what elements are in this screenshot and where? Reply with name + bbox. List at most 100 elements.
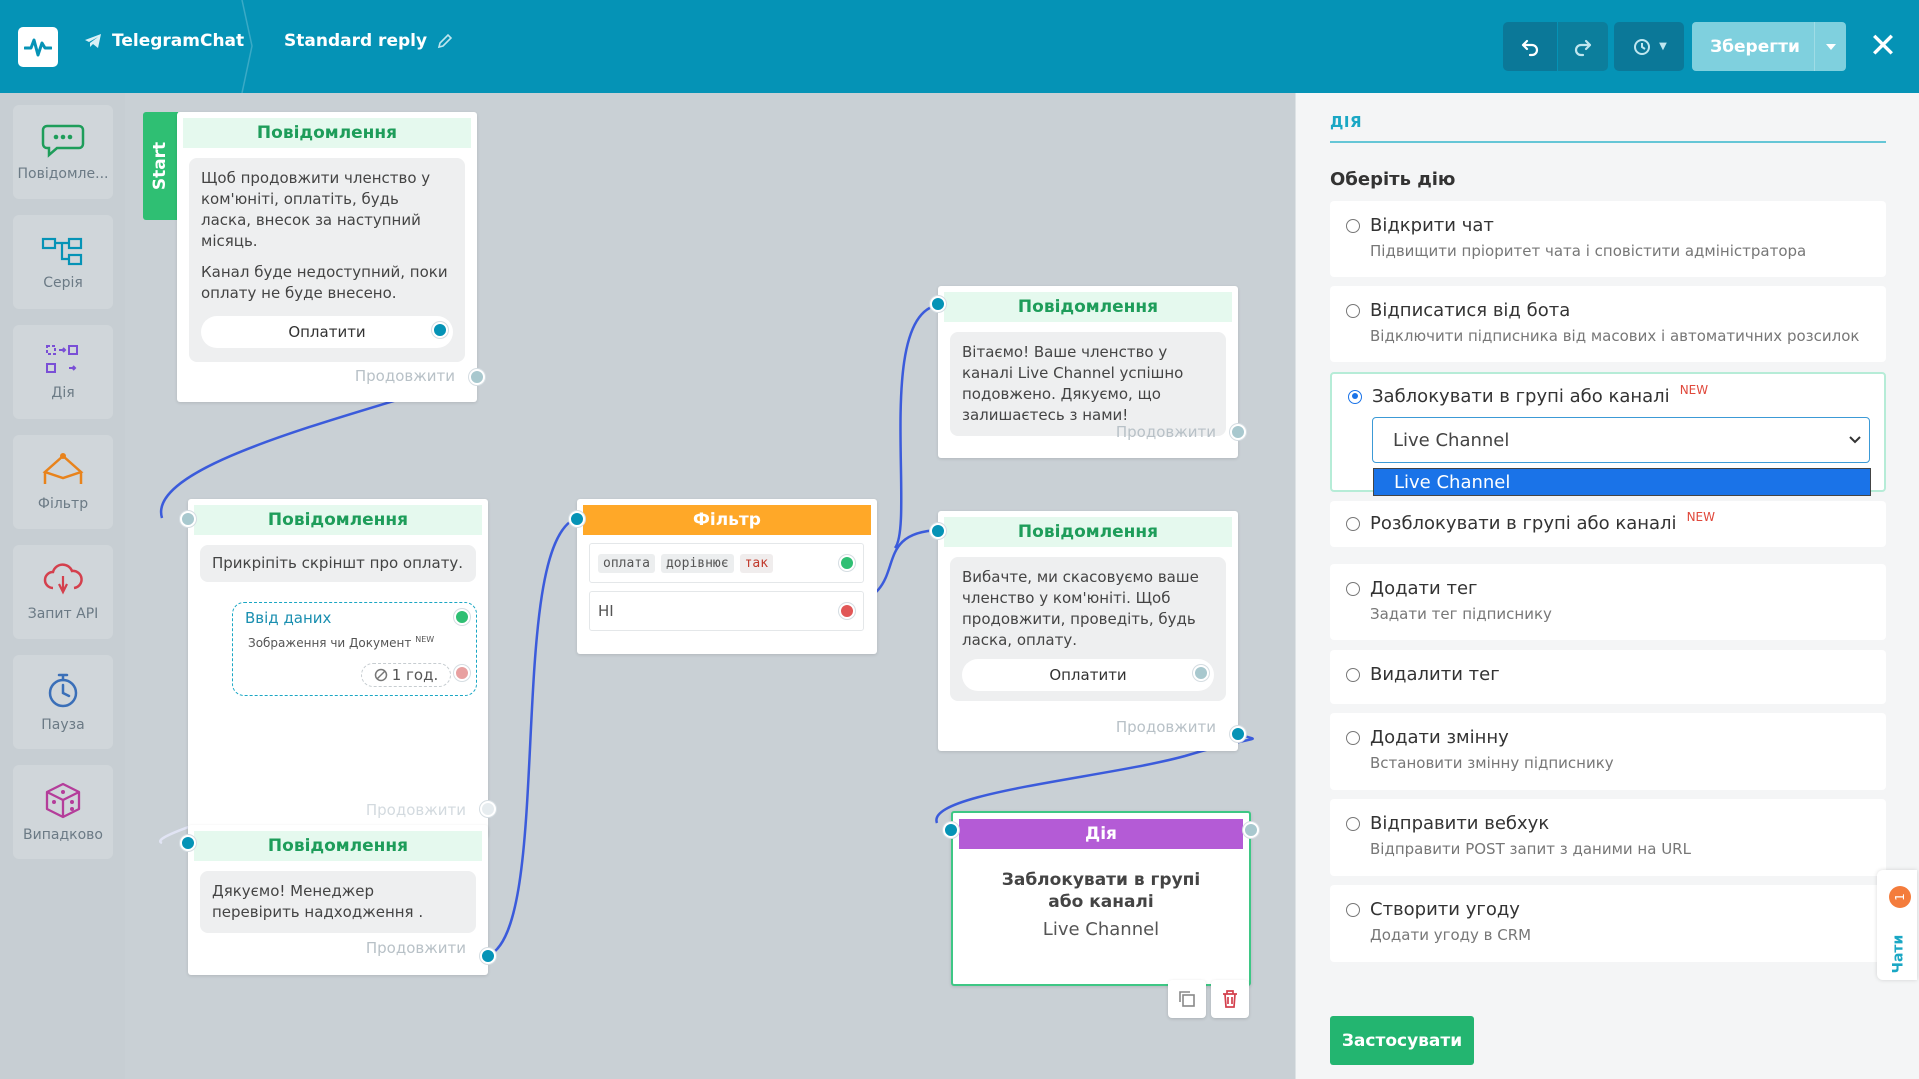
option-title: Створити угоду <box>1370 899 1520 920</box>
option-unsubscribe[interactable]: Відписатися від бота Відключити підписни… <box>1330 286 1886 362</box>
trash-icon <box>1223 990 1237 1008</box>
channel-select[interactable]: Live Channel <box>1372 417 1870 463</box>
palette-action[interactable]: Дія <box>13 325 113 419</box>
palette-random[interactable]: Випадково <box>13 765 113 859</box>
condition-false-port[interactable] <box>839 603 855 619</box>
continue-port[interactable] <box>1230 726 1246 742</box>
option-add-variable[interactable]: Додати змінну Встановити змінну підписни… <box>1330 713 1886 790</box>
channel-dropdown-option[interactable]: Live Channel <box>1373 468 1871 496</box>
radio-button[interactable] <box>1346 816 1360 831</box>
condition-field: оплата <box>598 553 655 573</box>
new-badge: NEW <box>1686 509 1715 524</box>
message-node-2[interactable]: Повідомлення Прикріпіть скріншт про опла… <box>180 499 496 837</box>
filter-node[interactable]: Фільтр оплата дорівнює так НІ <box>569 499 877 654</box>
close-icon[interactable]: ✕ <box>1868 26 1898 66</box>
option-title: Додати змінну <box>1370 727 1509 748</box>
continue-port[interactable] <box>480 801 496 817</box>
history-dropdown[interactable]: ▼ <box>1614 22 1684 71</box>
pay-button[interactable]: Оплатити <box>962 659 1214 691</box>
palette-label: Повідомле... <box>17 166 109 182</box>
button-label: Оплатити <box>1049 665 1127 684</box>
filter-else[interactable]: НІ <box>589 591 864 631</box>
breadcrumb-flow[interactable]: Standard reply <box>284 31 453 51</box>
continue-port[interactable] <box>469 369 485 385</box>
option-remove-tag[interactable]: Видалити тег <box>1330 650 1886 704</box>
data-input-block[interactable]: Ввід даних Зображення чи Документ NEW 1 … <box>232 602 477 696</box>
option-unblock-in-channel[interactable]: Розблокувати в групі або каналі NEW <box>1330 501 1886 547</box>
input-port[interactable] <box>930 296 946 312</box>
option-create-deal[interactable]: Створити угоду Додати угоду в CRM <box>1330 885 1886 962</box>
input-success-port[interactable] <box>454 609 470 625</box>
palette-label: Пауза <box>41 717 85 733</box>
condition-true-port[interactable] <box>839 555 855 571</box>
timeout-chip[interactable]: 1 год. <box>361 663 451 687</box>
output-port[interactable] <box>1243 822 1259 838</box>
radio-button[interactable] <box>1346 902 1360 917</box>
filter-condition[interactable]: оплата дорівнює так <box>589 543 864 583</box>
block-palette: Повідомле... Серія Дія Фільтр <box>0 93 125 1079</box>
save-button[interactable]: Зберегти <box>1692 22 1846 71</box>
radio-button[interactable] <box>1346 667 1360 682</box>
panel-tab-action[interactable]: ДІЯ <box>1330 113 1362 131</box>
apply-button[interactable]: Застосувати <box>1330 1016 1474 1065</box>
node-title: Повідомлення <box>194 505 482 535</box>
palette-label: Запит API <box>27 606 99 622</box>
input-port[interactable] <box>180 511 196 527</box>
message-node-1[interactable]: Повідомлення Щоб продовжити членство у к… <box>177 112 485 402</box>
chats-label: Чати <box>1890 934 1907 974</box>
palette-label: Фільтр <box>37 496 89 512</box>
radio-button[interactable] <box>1346 218 1360 233</box>
flow-canvas[interactable]: Start Повідомлення Щоб продовжити членст… <box>125 93 1295 1079</box>
duplicate-button[interactable] <box>1168 980 1206 1018</box>
breadcrumb-channel[interactable]: TelegramChat <box>84 31 244 51</box>
option-title: Відкрити чат <box>1370 215 1494 236</box>
palette-filter[interactable]: Фільтр <box>13 435 113 529</box>
top-bar: TelegramChat Standard reply ▼ Зберегти ✕ <box>0 0 1919 93</box>
radio-button-selected[interactable] <box>1348 389 1362 404</box>
start-label: Start <box>150 141 171 191</box>
input-timeout-port[interactable] <box>454 665 470 681</box>
save-options-caret[interactable] <box>1814 22 1846 71</box>
palette-api-request[interactable]: Запит API <box>13 545 113 639</box>
edit-pencil-icon[interactable] <box>437 33 453 49</box>
channel-name: TelegramChat <box>112 31 245 51</box>
option-title: Відправити вебхук <box>1370 813 1550 834</box>
continue-port[interactable] <box>1230 424 1246 440</box>
option-send-webhook[interactable]: Відправити вебхук Відправити POST запит … <box>1330 799 1886 876</box>
redo-button[interactable] <box>1558 22 1608 71</box>
timer-icon <box>48 673 78 708</box>
palette-series[interactable]: Серія <box>13 215 113 309</box>
pay-button[interactable]: Оплатити <box>201 316 453 348</box>
message-node-4[interactable]: Повідомлення Вітаємо! Ваше членство у ка… <box>930 286 1246 458</box>
button-output-port[interactable] <box>432 322 448 338</box>
option-description: Відправити POST запит з даними на URL <box>1370 840 1691 858</box>
palette-message[interactable]: Повідомле... <box>13 105 113 199</box>
radio-button[interactable] <box>1346 730 1360 745</box>
option-description: Встановити змінну підписнику <box>1370 754 1614 772</box>
message-node-3[interactable]: Повідомлення Дякуємо! Менеджер перевірит… <box>180 825 496 975</box>
radio-button[interactable] <box>1346 303 1360 318</box>
button-output-port[interactable] <box>1193 665 1209 681</box>
input-port[interactable] <box>180 835 196 851</box>
radio-button[interactable] <box>1346 516 1360 531</box>
app-logo[interactable] <box>18 27 58 67</box>
undo-button[interactable] <box>1503 22 1557 71</box>
option-add-tag[interactable]: Додати тег Задати тег підписнику <box>1330 564 1886 640</box>
input-title: Ввід даних <box>245 609 332 627</box>
input-port[interactable] <box>569 511 585 527</box>
palette-pause[interactable]: Пауза <box>13 655 113 749</box>
action-node[interactable]: Дія Заблокувати в групі або каналі Live … <box>943 811 1259 986</box>
filter-icon <box>42 453 84 484</box>
input-port[interactable] <box>930 523 946 539</box>
option-open-chat[interactable]: Відкрити чат Підвищити пріоритет чата і … <box>1330 201 1886 277</box>
delete-button[interactable] <box>1211 980 1249 1018</box>
palette-label: Дія <box>51 385 75 401</box>
message-node-5[interactable]: Повідомлення Вибачте, ми скасовуємо ваше… <box>930 511 1246 751</box>
chats-side-tab[interactable]: 1 Чати <box>1877 870 1917 980</box>
continue-port[interactable] <box>480 948 496 964</box>
action-settings-panel: ДІЯ Оберіть дію Відкрити чат Підвищити п… <box>1295 93 1919 1079</box>
condition-value: так <box>739 553 774 573</box>
input-port[interactable] <box>943 822 959 838</box>
radio-button[interactable] <box>1346 581 1360 596</box>
message-bubble: Прикріпіть скріншт про оплату. <box>200 545 476 582</box>
